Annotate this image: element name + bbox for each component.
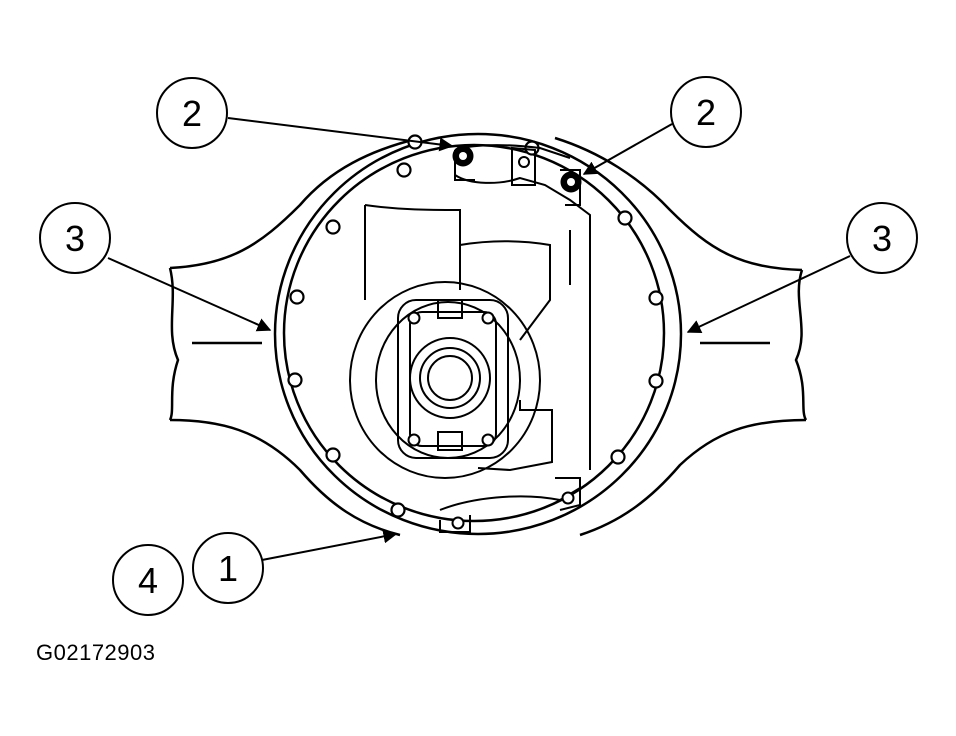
axle-tube-right [554, 136, 808, 537]
callout-right: 3 [846, 202, 918, 274]
svg-text:2: 2 [182, 93, 202, 134]
leader-arrows [107, 117, 851, 561]
arrow-top-left [227, 117, 454, 152]
svg-text:3: 3 [65, 218, 85, 259]
pinion-bolt-holes [407, 156, 575, 530]
figure-id: G02172903 [36, 640, 156, 665]
svg-text:2: 2 [696, 92, 716, 133]
arrow-top-right [582, 123, 673, 175]
arrow-right [686, 255, 851, 333]
svg-text:1: 1 [218, 548, 238, 589]
arrow-left [107, 257, 272, 332]
housing-flange [273, 132, 683, 536]
callout-top-right: 2 [670, 76, 742, 148]
callout-left: 3 [39, 202, 111, 274]
svg-text:3: 3 [872, 218, 892, 259]
callout-top-left: 2 [156, 77, 228, 149]
axle-tube-left [168, 136, 421, 537]
carrier-casting [364, 144, 591, 533]
svg-text:4: 4 [138, 560, 158, 601]
bolt-holes [287, 134, 664, 518]
ring-gear-pinion [349, 281, 541, 479]
callout-bottom-inner: 1 [192, 532, 264, 604]
arrow-bottom [261, 529, 398, 561]
callout-bottom-outer: 4 [112, 544, 184, 616]
